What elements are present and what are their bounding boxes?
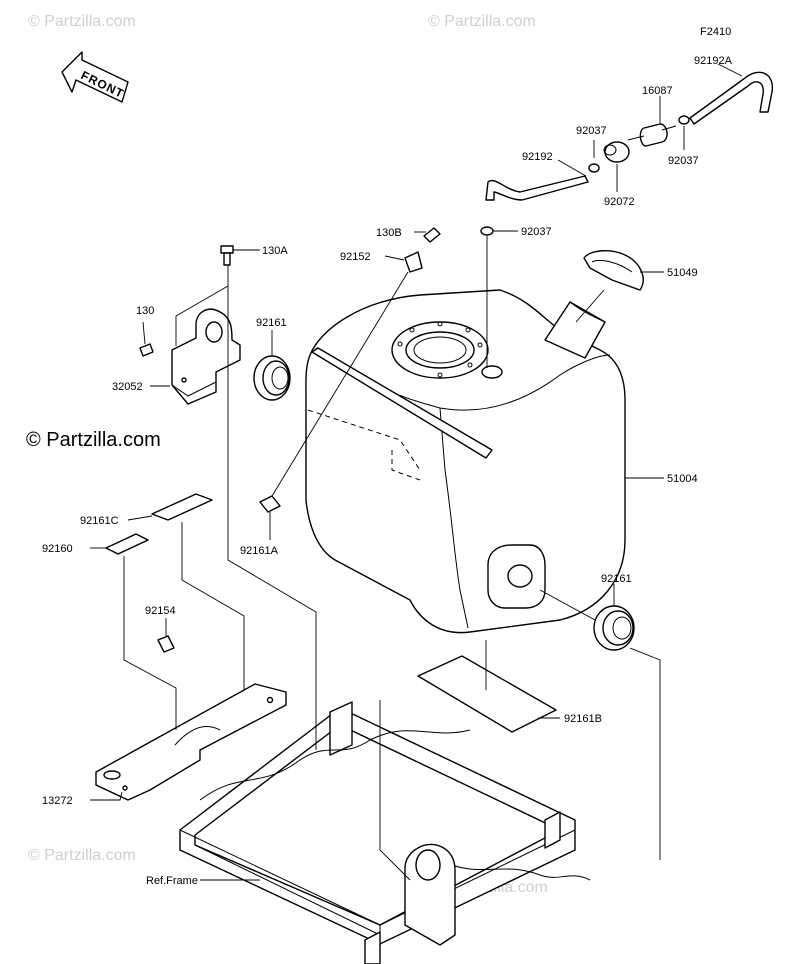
label-92161-right: 92161 [601, 573, 632, 585]
watermark-bottom-left: © Partzilla.com [28, 847, 136, 864]
label-92161b: 92161B [564, 713, 602, 725]
bolt-92154 [157, 635, 175, 653]
label-92192a: 92192A [694, 55, 733, 67]
watermark-top-right: © Partzilla.com [428, 13, 536, 30]
figure-code: F2410 [700, 26, 731, 38]
front-arrow-icon: FRONT [61, 51, 129, 103]
grommet-92161-right [593, 605, 635, 651]
bolt-130a [220, 245, 234, 266]
label-92037-left: 92037 [576, 125, 607, 137]
grommet-92161-top [253, 355, 291, 401]
reference-frame [179, 701, 591, 964]
pad-92161c [151, 493, 213, 521]
clamp-92037-mid [480, 226, 494, 236]
label-ref-frame: Ref.Frame [146, 875, 198, 887]
bolt-130b [423, 227, 441, 243]
clamp-92037-left [588, 163, 600, 173]
label-51049: 51049 [667, 267, 698, 279]
leader-lines [90, 63, 743, 881]
filter-16087 [627, 123, 677, 147]
hose-92192a [689, 71, 774, 125]
label-16087: 16087 [642, 85, 673, 97]
fitting-92072 [603, 141, 630, 163]
label-92037-right: 92037 [668, 155, 699, 167]
label-130a: 130A [262, 245, 288, 257]
label-130: 130 [136, 305, 154, 317]
label-92037-mid: 92037 [521, 226, 552, 238]
label-92192: 92192 [522, 151, 553, 163]
part-labels: 130A 130 32052 92161 130B 92152 92037 51… [42, 55, 733, 887]
label-92152: 92152 [340, 251, 371, 263]
watermark-top-left: © Partzilla.com [28, 13, 136, 30]
label-130b: 130B [376, 227, 402, 239]
label-92160: 92160 [42, 543, 73, 555]
label-92161-top: 92161 [256, 317, 287, 329]
bracket-13272 [95, 683, 287, 801]
label-13272: 13272 [42, 795, 73, 807]
label-92161c: 92161C [80, 515, 119, 527]
bolt-130 [139, 343, 154, 357]
label-92154: 92154 [145, 605, 176, 617]
clamp-92037-right [678, 115, 690, 125]
pad-92160 [105, 533, 149, 555]
clip-92152 [404, 251, 423, 273]
label-51004: 51004 [667, 473, 698, 485]
label-92161a: 92161A [240, 545, 279, 557]
bracket-32052 [171, 308, 241, 405]
partzilla-watermark: © Partzilla.com [26, 429, 161, 451]
pad-92161b [417, 655, 557, 733]
label-92072: 92072 [604, 196, 635, 208]
hose-92192 [485, 175, 589, 201]
label-32052: 32052 [112, 381, 143, 393]
pad-92161a [259, 495, 281, 513]
fuel-tank-51004 [305, 289, 626, 634]
cap-51049 [583, 250, 644, 291]
